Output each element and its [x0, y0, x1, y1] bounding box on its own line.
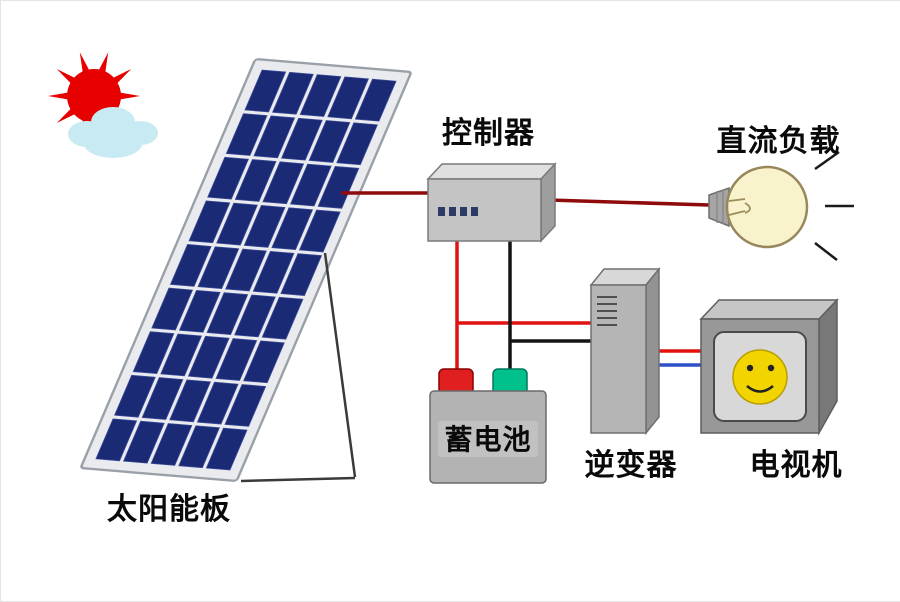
- panel-cell: [234, 159, 277, 202]
- panel-cell: [308, 120, 351, 163]
- solar-panel: [80, 58, 412, 482]
- panel-cell: [224, 384, 267, 427]
- battery-label: 蓄电池: [444, 424, 532, 455]
- panel-cell: [188, 200, 231, 244]
- panel-cell: [299, 74, 342, 117]
- panel-cell: [354, 78, 397, 122]
- panel-cell: [280, 117, 323, 161]
- bulb-glass: [725, 165, 809, 249]
- panel-cell: [336, 122, 378, 166]
- panel-cell: [196, 381, 239, 425]
- controller-top-face: [426, 163, 557, 180]
- panel-cell: [261, 296, 304, 340]
- light-bulb-icon: [708, 150, 854, 261]
- panel-cell: [151, 287, 194, 331]
- panel-cell: [205, 427, 248, 471]
- tv-top-face: [699, 299, 839, 320]
- panel-cell: [225, 248, 267, 292]
- sun-ray: [79, 52, 91, 75]
- controller-label: 控制器: [442, 117, 535, 150]
- panel-cell: [178, 289, 221, 333]
- bulb-filament: [728, 198, 751, 216]
- controller-button: [471, 207, 478, 216]
- panel-cell: [243, 205, 286, 248]
- panel-cell: [169, 379, 212, 423]
- battery-label-band: [438, 421, 538, 457]
- smiley-mouth: [746, 385, 774, 393]
- smiley-face-icon: [732, 349, 788, 405]
- panel-cell: [272, 71, 314, 115]
- controller-front-face: [427, 178, 542, 242]
- panel-cell: [215, 338, 258, 381]
- panel-cell: [141, 377, 184, 420]
- panel-cell: [327, 76, 369, 120]
- panel-cell: [114, 374, 156, 418]
- bulb-light-rays: [814, 150, 854, 261]
- cloud-puff: [83, 126, 143, 158]
- panel-cell: [178, 425, 220, 469]
- cloud-icon: [68, 107, 158, 158]
- panel-cell: [289, 163, 332, 207]
- smiley-eye: [767, 364, 775, 372]
- panel-cell: [317, 166, 360, 209]
- tv-side-face: [818, 298, 838, 436]
- panel-cell: [207, 156, 249, 200]
- controller-button: [460, 207, 467, 216]
- panel-cell: [262, 161, 305, 205]
- solar-panel-label: 太阳能板: [107, 493, 231, 526]
- panel-cell: [234, 294, 276, 338]
- panel-cell: [280, 253, 323, 296]
- panel-cell: [132, 331, 175, 374]
- controller-button: [438, 207, 445, 216]
- wire-controller-to-dc-load: [548, 198, 710, 207]
- panel-cell: [206, 292, 249, 335]
- sun-ray: [48, 92, 71, 100]
- tv-label: 电视机: [749, 449, 843, 482]
- inverter-side-face: [645, 266, 660, 436]
- panel-cell: [298, 209, 341, 253]
- inverter-label: 逆变器: [584, 449, 678, 482]
- panel-cell: [197, 246, 240, 290]
- panel-cell: [187, 335, 230, 379]
- panel-cell: [225, 113, 268, 156]
- panel-cell: [252, 250, 295, 294]
- panel-cell: [123, 420, 165, 464]
- panel-cell: [253, 115, 296, 159]
- inverter-front-face: [590, 284, 647, 434]
- sun-ray: [97, 52, 109, 75]
- panel-cell: [160, 333, 203, 377]
- sun-ray: [117, 92, 140, 100]
- inverter-box: [589, 266, 661, 436]
- panel-stand-base: [240, 476, 356, 483]
- controller-box: [426, 162, 557, 243]
- panel-cell: [243, 340, 285, 384]
- tv-box: [699, 298, 839, 436]
- inverter-vent-grill: [597, 296, 617, 326]
- wires: [341, 191, 710, 373]
- panel-cell: [169, 244, 212, 287]
- panel-cell: [216, 202, 258, 246]
- dc-load-label: 直流负载: [716, 125, 841, 158]
- battery-box: [429, 368, 547, 484]
- panel-cell: [95, 418, 138, 462]
- panel-cell: [271, 207, 314, 251]
- panel-stand-leg: [323, 252, 357, 478]
- panel-cell: [244, 69, 287, 113]
- panel-cell: [150, 423, 193, 466]
- smiley-eye: [746, 364, 754, 372]
- controller-button: [449, 207, 456, 216]
